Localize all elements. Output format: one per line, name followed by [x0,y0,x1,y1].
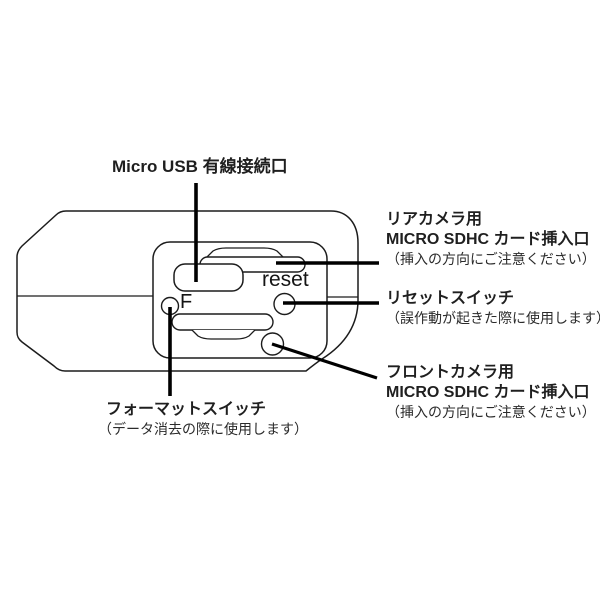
rear-sd-card-bump [206,247,284,258]
front-sd-label-line1: フロントカメラ用 [386,364,515,381]
micro-usb-label: Micro USB 有線接続口 [112,157,288,176]
front-sd-card-bump [191,329,256,340]
reset-label-note: （誤作動が起きた際に使用します） [386,310,600,326]
reset-label-title: リセットスイッチ [386,290,515,307]
reset-label: リセットスイッチ （誤作動が起きた際に使用します） [386,289,600,328]
rear-sd-label-note: （挿入の方向にご注意ください） [386,251,596,267]
reset-marking-text: reset [262,268,309,291]
format-label-note: （データ消去の際に使用します） [98,421,308,437]
front-sd-label: フロントカメラ用 MICRO SDHC カード挿入口 （挿入の方向にご注意くださ… [386,363,596,422]
front-sd-label-note: （挿入の方向にご注意ください） [386,404,596,420]
format-marking-text: F [180,291,193,313]
rear-sd-label-line1: リアカメラ用 [386,211,483,228]
rear-sd-label: リアカメラ用 MICRO SDHC カード挿入口 （挿入の方向にご注意ください） [386,210,596,269]
front-sd-leader-line [271,342,378,380]
micro-usb-port [173,263,244,292]
format-label: フォーマットスイッチ （データ消去の際に使用します） [98,400,308,439]
rear-sd-label-line2: MICRO SDHC カード挿入口 [386,231,590,248]
front-sd-slot [171,313,274,331]
front-sd-label-line2: MICRO SDHC カード挿入口 [386,384,590,401]
format-label-title: フォーマットスイッチ [106,401,267,418]
